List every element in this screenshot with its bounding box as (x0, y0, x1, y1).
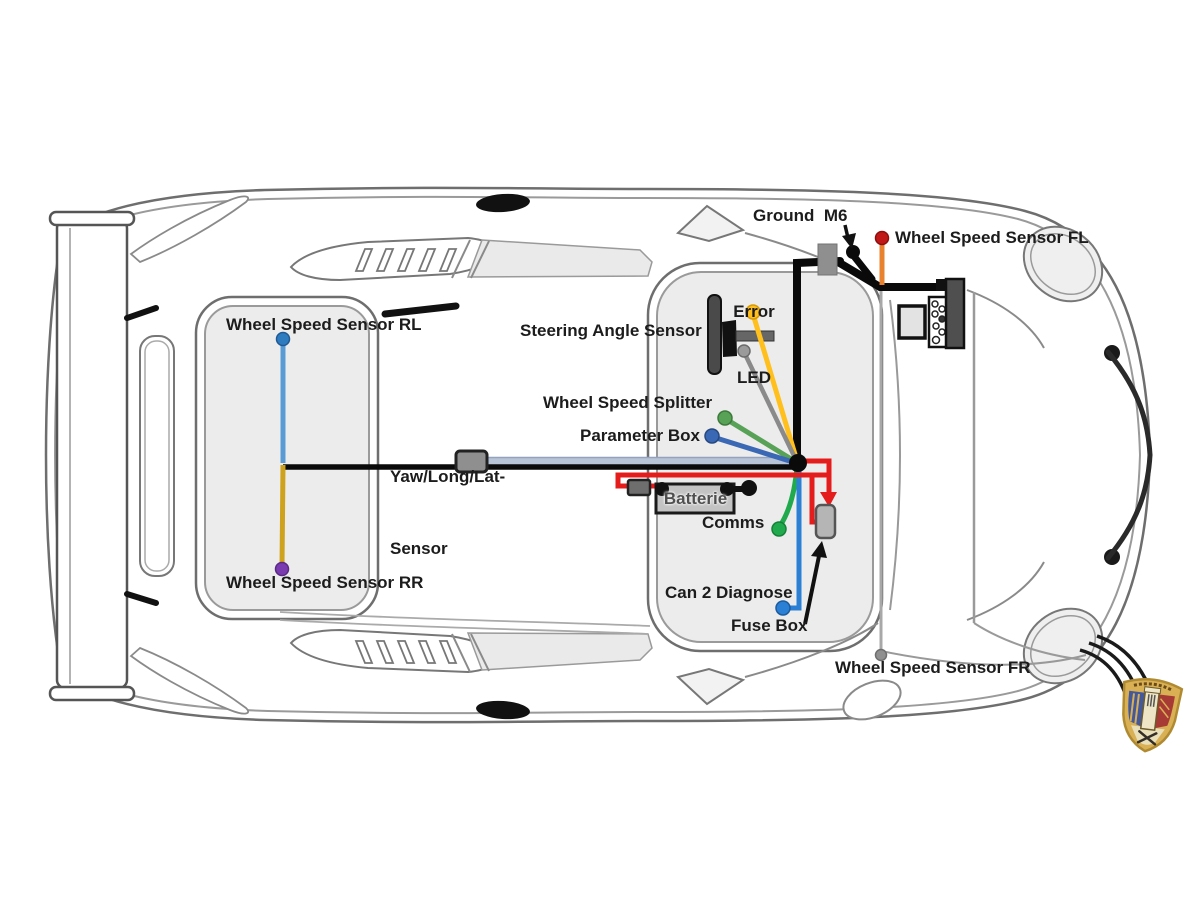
label-batterie: Batterie (663, 489, 728, 508)
fuse-box-arrow (803, 541, 827, 625)
steering-wheel-bar (707, 294, 722, 375)
intake-dividers-bottom (451, 633, 490, 673)
label-error-led-line1: Error (733, 302, 775, 321)
label-parameter-box: Parameter Box (580, 426, 701, 445)
label-wheel-speed-splitter: Wheel Speed Splitter (543, 393, 713, 412)
rear-wing (48, 210, 136, 702)
quarter-blade-top (129, 195, 250, 264)
wheel-speed-rr-dot (274, 561, 290, 577)
door-seam-front-lower (973, 622, 1086, 661)
rear-quarter-blades (129, 195, 250, 715)
yaw-long-lat-connector (454, 449, 489, 474)
label-ground-m6: Ground M6 (753, 206, 848, 225)
hood-seams (880, 289, 1087, 666)
label-wheel-speed-sensor-fl: Wheel Speed Sensor FL (895, 228, 1089, 247)
label-error-led: Error LED (710, 257, 798, 411)
wheel-speed-rr-wire (279, 464, 286, 568)
door-shade-top (466, 239, 653, 278)
abs-valve-ports (931, 300, 946, 345)
abs-ecu-box (944, 277, 966, 350)
fuse-box-connector (814, 503, 837, 540)
inline-connector (626, 478, 652, 497)
abs-unit (897, 277, 966, 350)
label-yaw-long-lat-sensor: Yaw/Long/Lat- Sensor (390, 417, 505, 585)
frunk-arcs (1105, 349, 1153, 561)
label-wheel-speed-sensor-rl: Wheel Speed Sensor RL (226, 315, 422, 334)
side-intake-bottom (289, 628, 499, 674)
intake-louvers-bottom (354, 640, 458, 664)
headlights (1022, 225, 1104, 685)
steering-sensor-body (722, 320, 737, 357)
crest-right-panel (1154, 694, 1175, 729)
side-mirrors (675, 204, 746, 706)
rear-wing-top-cap (48, 210, 136, 227)
steering-angle-dot (737, 344, 751, 358)
label-steering-angle-sensor: Steering Angle Sensor (520, 321, 702, 340)
steering-angle-wire (741, 351, 800, 463)
intake-louvers-top (354, 248, 458, 272)
battery-box (654, 482, 736, 515)
abs-harness-plug (936, 279, 947, 291)
rear-engine-deck (194, 295, 380, 621)
wheel-speed-splitter-dot (717, 410, 733, 426)
crest-motto-band (1133, 682, 1173, 692)
front-marker-ellipse (842, 679, 902, 721)
mirror-top (675, 204, 746, 243)
error-led-dot (745, 304, 761, 320)
steering-shaft-bar (735, 330, 775, 342)
roof-seam-dash (381, 302, 460, 318)
ground-m6-connector (817, 243, 838, 276)
label-yaw-line2: Sensor (390, 539, 448, 558)
wheel-speed-splitter-wire (724, 416, 798, 465)
wheel-speed-fl-dot (874, 230, 890, 246)
windshield-cowl-arc (889, 299, 901, 611)
label-yaw-line1: Yaw/Long/Lat- (390, 467, 506, 486)
crest-hammers (1136, 730, 1158, 746)
mirror-bottom (675, 667, 746, 706)
fuel-cap-bottom (476, 700, 530, 720)
steering-column (707, 294, 775, 375)
ground-m6-arrow (842, 224, 856, 249)
door-shade-bottom (466, 632, 653, 671)
ground-bolt-dot (846, 245, 860, 259)
label-wheel-speed-sensor-rr: Wheel Speed Sensor RR (226, 573, 424, 592)
quarter-blade-bottom (129, 646, 250, 715)
rear-seam-dash-top (124, 305, 159, 321)
comms-dot (771, 521, 787, 537)
rear-wing-bottom-cap (48, 685, 136, 702)
label-comms: Comms (702, 513, 765, 532)
harness-junction-dot (789, 454, 807, 472)
parameter-box-wire (712, 434, 797, 466)
power-wire-junction-leg (799, 458, 832, 494)
rear-window (139, 335, 175, 577)
fuel-cap-top (476, 193, 530, 213)
abs-bracket-box (897, 304, 927, 340)
label-fuse-box: Fuse Box (731, 616, 808, 635)
rear-seam-dash-bottom (124, 591, 159, 606)
wheel-speed-rl-dot (275, 331, 291, 347)
parameter-box-dot (704, 428, 720, 444)
battery (654, 480, 757, 515)
club-crest-logo (1122, 677, 1184, 753)
error-led-wire (750, 313, 800, 462)
body-detail-dashes (124, 302, 460, 606)
battery-neg-terminal (655, 482, 669, 496)
label-can-2-diagnose: Can 2 Diagnose (665, 583, 793, 602)
door-crease-lines (279, 611, 651, 635)
battery-pos-lug (741, 480, 757, 496)
power-arrow-head (820, 492, 837, 507)
can2-diagnose-dot (775, 600, 791, 616)
rear-wing-plate (55, 218, 129, 690)
intake-dividers-top (451, 239, 490, 279)
label-wheel-speed-sensor-fr: Wheel Speed Sensor FR (835, 658, 1031, 677)
side-intake-top (289, 236, 499, 282)
label-error-led-line2: LED (737, 368, 771, 387)
wheel-speed-fr-dot (874, 648, 888, 662)
